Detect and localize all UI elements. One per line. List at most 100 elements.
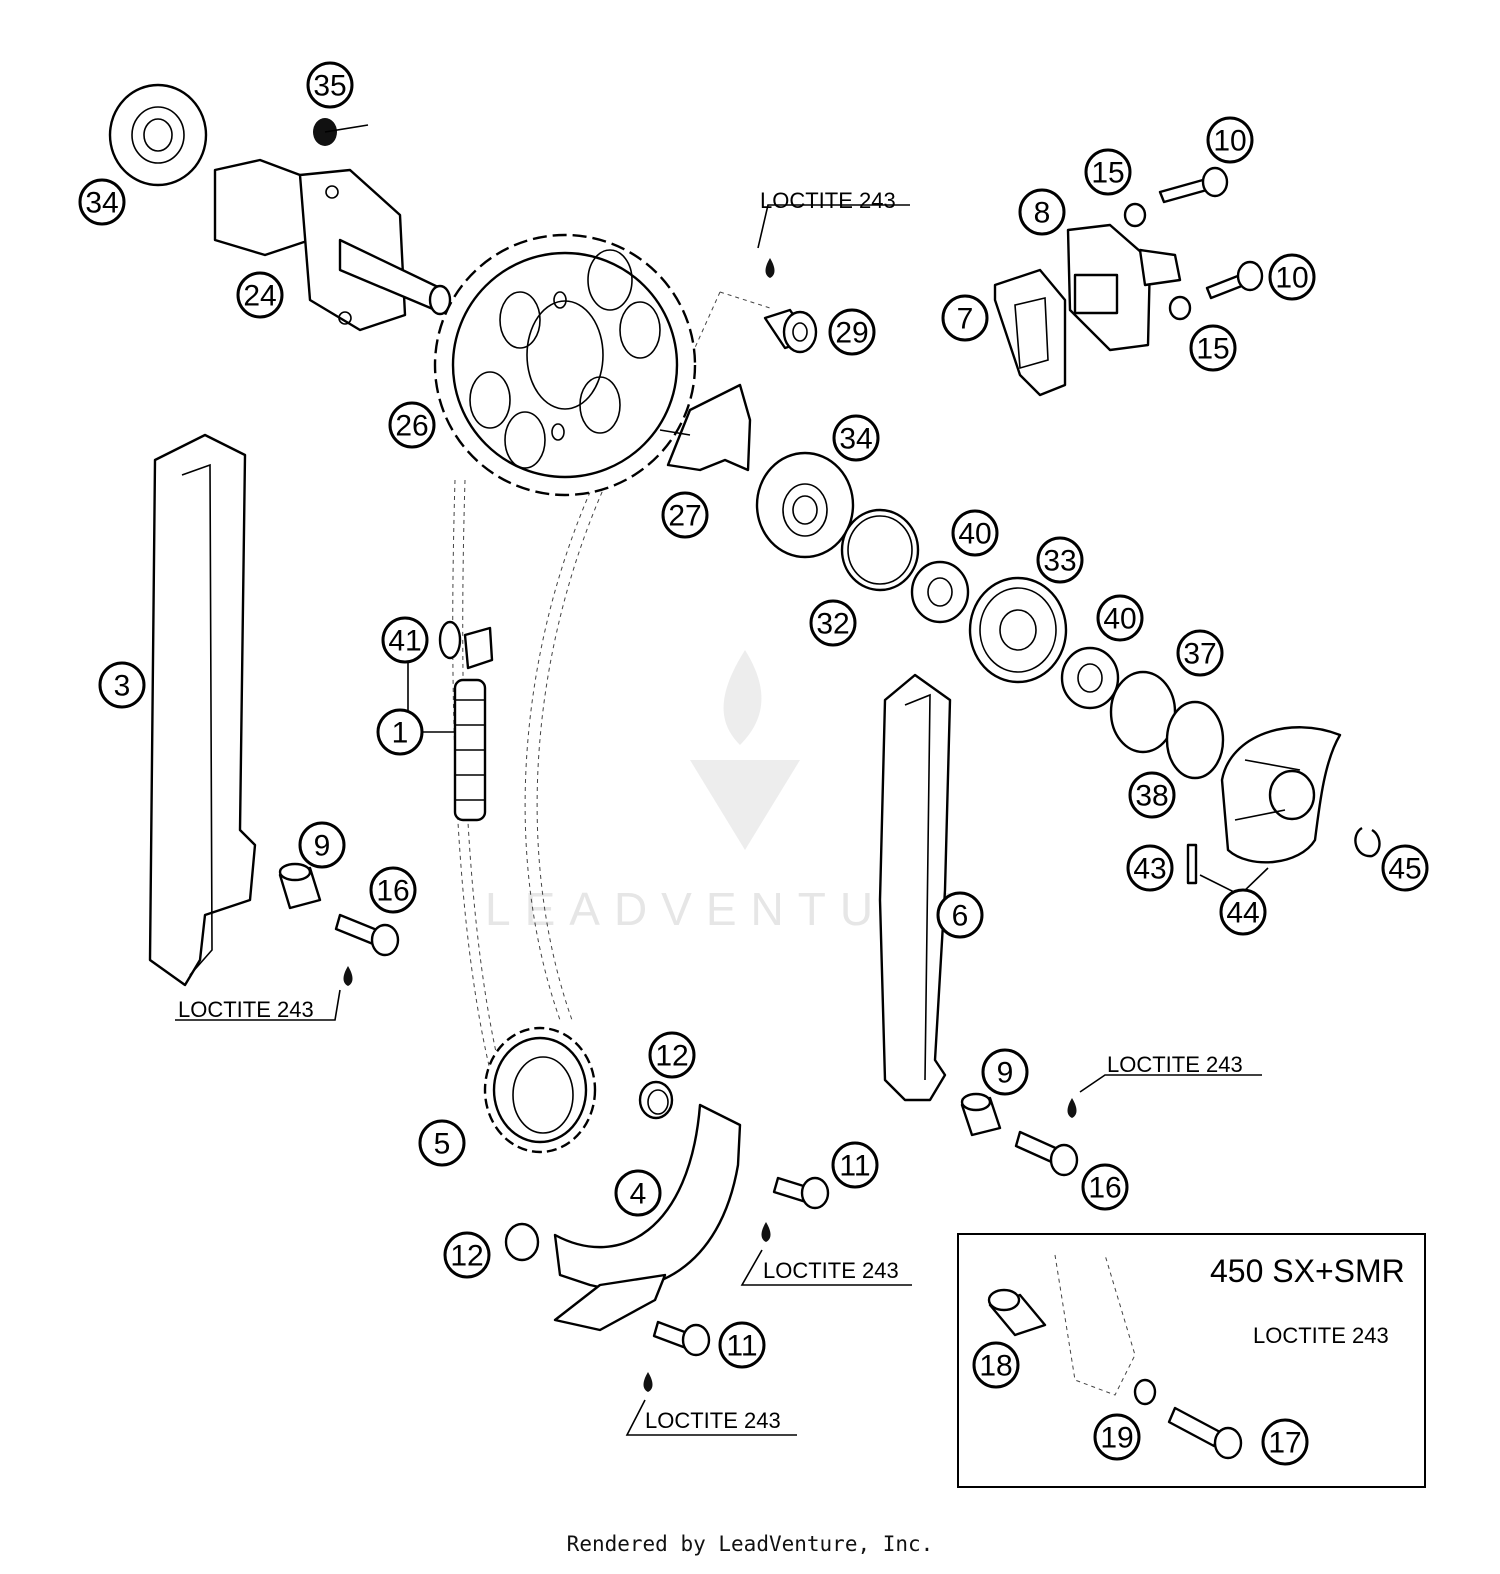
bushing-12-top [638,1080,674,1120]
callout-label: 45 [1388,853,1421,886]
callout-label: 10 [1275,262,1308,295]
callout-label: 40 [1103,603,1136,636]
callout-label: 32 [816,608,849,641]
callout-38: 38 [1128,771,1176,819]
callout-label: 1 [392,717,409,750]
bolts-10 [1158,166,1264,300]
callout-9: 9 [298,821,346,869]
callout-label: 24 [243,280,276,313]
crankshaft-sprocket-5 [483,1026,597,1154]
callout-label: 4 [630,1178,647,1211]
callout-3: 3 [98,661,146,709]
callout-label: 37 [1183,638,1216,671]
decompression-shaft-24 [213,158,452,332]
chain-tensioner-8 [1066,223,1182,352]
callout-label: 8 [1034,197,1051,230]
callout-40: 40 [1096,594,1144,642]
callout-4: 4 [614,1169,662,1217]
callout-label: 15 [1196,333,1229,366]
timing-chain-1 [453,678,487,822]
callout-26: 26 [388,401,436,449]
callout-34: 34 [832,414,880,462]
gasket-7 [993,268,1067,397]
callout-43: 43 [1126,844,1174,892]
callout-37: 37 [1176,629,1224,677]
callout-6: 6 [936,891,984,939]
callout-9: 9 [981,1048,1029,1096]
callout-34: 34 [78,178,126,226]
chain-guide-6 [878,673,952,1102]
o-ring-37 [1109,670,1177,754]
callout-1: 1 [376,708,424,756]
callout-29: 29 [828,308,876,356]
bushing-12-bottom [504,1222,540,1262]
pin-43 [1186,843,1198,885]
callout-label: 16 [1088,1172,1121,1205]
callout-33: 33 [1036,536,1084,584]
callout-45: 45 [1381,844,1429,892]
callout-10: 10 [1206,116,1254,164]
callout-label: 33 [1043,545,1076,578]
callout-12: 12 [648,1031,696,1079]
callout-label: 38 [1135,780,1168,813]
callout-label: 3 [114,670,131,703]
callout-label: 18 [979,1350,1012,1383]
slider-27 [659,383,752,472]
bolt-16-right [1014,1130,1079,1177]
callout-label: 12 [655,1040,688,1073]
callout-label: 9 [997,1057,1014,1090]
callout-label: 40 [958,518,991,551]
callout-label: 6 [952,900,969,933]
callout-32: 32 [809,599,857,647]
callout-label: 15 [1091,157,1124,190]
loctite-note: LOCTITE 243 [763,1258,899,1283]
callout-label: 10 [1213,125,1246,158]
callout-19: 19 [1093,1413,1141,1461]
ring-32 [840,508,920,592]
bolt-16-left [334,913,400,957]
callout-label: 35 [313,70,346,103]
washers-15 [1123,202,1192,321]
callout-8: 8 [1018,188,1066,236]
callout-label: 26 [395,410,428,443]
callout-label: 11 [839,1150,870,1183]
impeller-44 [1220,726,1342,864]
spring-35 [313,118,369,146]
callout-5: 5 [418,1119,466,1167]
callout-16: 16 [369,866,417,914]
callout-11: 11 [718,1321,766,1369]
loctite-note: LOCTITE 243 [1107,1052,1243,1077]
callout-24: 24 [236,271,284,319]
loctite-note: LOCTITE 243 [178,997,314,1022]
bearing-34-top [108,83,208,187]
bearings-40 [910,560,1120,710]
callout-label: 12 [450,1240,483,1273]
callout-label: 44 [1226,897,1259,930]
bolt-11-right [772,1176,830,1210]
sleeve-9-right [960,1092,1002,1137]
callout-label: 29 [835,317,868,350]
callout-15: 15 [1189,324,1237,372]
callout-35: 35 [306,61,354,109]
callout-label: 43 [1133,853,1166,886]
camshaft-sprocket-26 [433,233,697,497]
callout-label: 7 [957,303,974,336]
callout-label: 9 [314,830,331,863]
bearing-34-middle [755,451,855,559]
callout-16: 16 [1081,1163,1129,1211]
callout-12: 12 [443,1231,491,1279]
o-ring-38 [1165,700,1225,780]
callout-10: 10 [1268,253,1316,301]
callout-18: 18 [972,1341,1020,1389]
guide-rail-4 [553,1103,742,1332]
callout-label: 41 [388,625,421,658]
loctite-note: LOCTITE 243 [760,188,896,213]
callout-7: 7 [941,294,989,342]
footer-credit: Rendered by LeadVenture, Inc. [566,1532,934,1556]
callout-label: 17 [1268,1427,1301,1460]
callout-44: 44 [1219,888,1267,936]
callout-11: 11 [831,1141,879,1189]
callout-label: 34 [839,423,872,456]
callout-27: 27 [661,491,709,539]
